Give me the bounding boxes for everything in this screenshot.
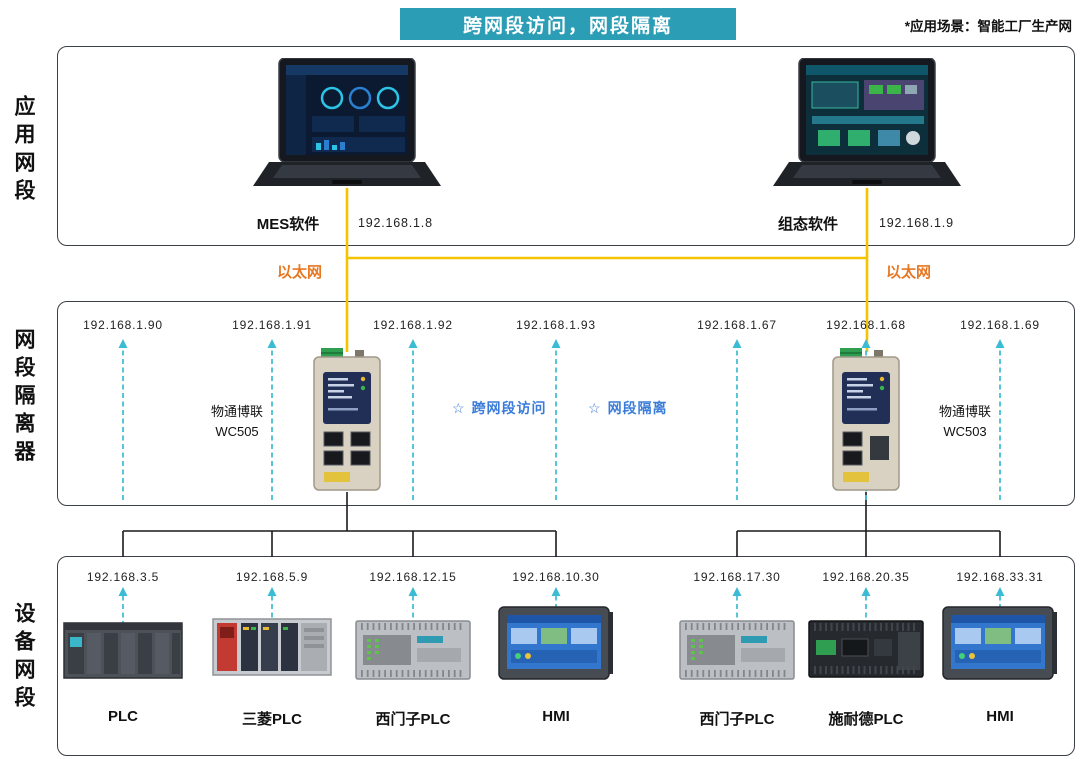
mes-laptop-icon xyxy=(253,57,441,186)
gateway-wc503-icon xyxy=(832,348,900,491)
device-label-5: 西门子PLC xyxy=(699,711,775,728)
device-label-3: 西门子PLC xyxy=(375,711,451,728)
siemens-plc-icon xyxy=(679,620,795,680)
hmi-icon xyxy=(498,606,613,680)
plc-siemens-2 xyxy=(679,616,795,689)
device-ip-5: 192.168.17.30 xyxy=(693,570,781,584)
feature-isolation: ☆ 网段隔离 xyxy=(588,398,668,418)
isolator-ip-6: 192.168.1.68 xyxy=(826,318,906,332)
plc-generic xyxy=(63,614,183,691)
hmi-2 xyxy=(942,606,1058,691)
isolator-ip-1: 192.168.1.90 xyxy=(83,318,163,332)
scenario-note: *应用场景：智能工厂生产网 xyxy=(904,19,1072,34)
section-label-device: 设备网段 xyxy=(12,602,35,714)
schneider-plc-icon xyxy=(808,620,924,678)
siemens-plc-icon xyxy=(355,620,471,680)
section-label-isolator: 网段隔离器 xyxy=(12,328,35,468)
scada-laptop-icon xyxy=(773,57,961,186)
feature-text: 跨网段访问 xyxy=(471,400,547,416)
hmi-1 xyxy=(498,606,614,691)
device-ip-2: 192.168.5.9 xyxy=(235,570,309,584)
page-title: 跨网段访问，网段隔离 xyxy=(400,8,736,40)
gateway-wc503-label: 物通博联 WC503 xyxy=(915,402,1015,442)
mes-ip: 192.168.1.8 xyxy=(358,216,433,230)
device-label-7: HMI xyxy=(986,708,1014,725)
gateway-wc505 xyxy=(311,348,383,497)
plc-siemens-1 xyxy=(355,616,471,689)
device-label-6: 施耐德PLC xyxy=(828,711,904,728)
hmi-icon xyxy=(942,606,1057,680)
mitsubishi-plc-icon xyxy=(212,618,332,676)
feature-text: 网段隔离 xyxy=(607,400,668,416)
device-ip-1: 192.168.3.5 xyxy=(86,570,160,584)
plc-mitsubishi xyxy=(212,606,332,691)
mes-label: MES软件 xyxy=(256,216,320,233)
device-ip-4: 192.168.10.30 xyxy=(512,570,600,584)
gateway-model: WC503 xyxy=(943,424,987,440)
gateway-brand: 物通博联 xyxy=(210,404,263,419)
device-ip-7: 192.168.33.31 xyxy=(956,570,1044,584)
mes-laptop xyxy=(252,57,442,211)
isolator-ip-7: 192.168.1.69 xyxy=(960,318,1040,332)
isolator-segment-box xyxy=(57,301,1075,506)
star-icon: ☆ xyxy=(588,400,602,416)
star-icon: ☆ xyxy=(452,400,466,416)
device-label-1: PLC xyxy=(108,708,138,725)
scada-laptop xyxy=(772,57,962,211)
gateway-wc503 xyxy=(830,348,902,497)
isolator-ip-4: 192.168.1.93 xyxy=(516,318,596,332)
device-label-4: HMI xyxy=(542,708,570,725)
device-ip-3: 192.168.12.15 xyxy=(369,570,457,584)
isolator-ip-2: 192.168.1.91 xyxy=(232,318,312,332)
device-label-2: 三菱PLC xyxy=(241,711,302,728)
gateway-model: WC505 xyxy=(215,424,259,440)
isolator-ip-5: 192.168.1.67 xyxy=(697,318,777,332)
isolator-ip-3: 192.168.1.92 xyxy=(373,318,453,332)
plc-icon xyxy=(63,622,183,679)
ethernet-label-left: 以太网 xyxy=(277,264,323,281)
scada-label: 组态软件 xyxy=(777,216,838,233)
gateway-brand: 物通博联 xyxy=(938,404,991,419)
ethernet-label-right: 以太网 xyxy=(886,264,932,281)
feature-cross-segment: ☆ 跨网段访问 xyxy=(452,398,547,418)
gateway-wc505-label: 物通博联 WC505 xyxy=(187,402,287,442)
section-label-app: 应用网段 xyxy=(12,95,35,207)
plc-schneider xyxy=(808,612,924,689)
device-ip-6: 192.168.20.35 xyxy=(822,570,910,584)
gateway-wc505-icon xyxy=(313,348,381,491)
scada-ip: 192.168.1.9 xyxy=(879,216,954,230)
